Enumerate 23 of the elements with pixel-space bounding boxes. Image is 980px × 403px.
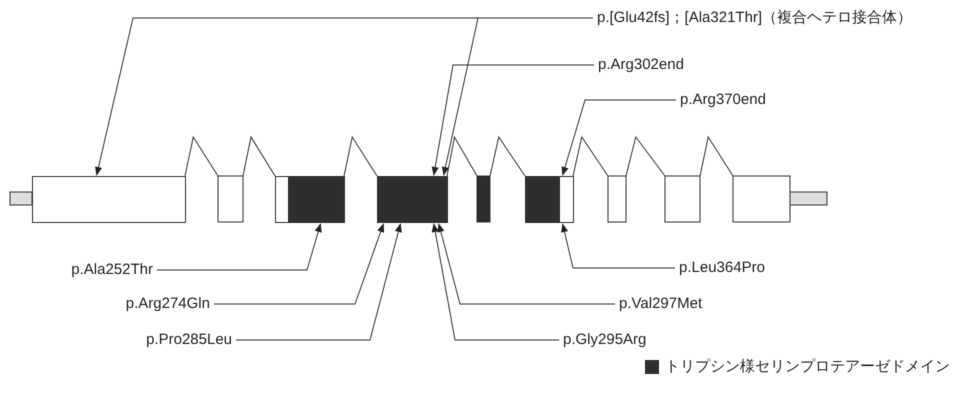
leader-arrow: [561, 223, 676, 268]
mutation-label: p.Val297Met: [619, 295, 702, 313]
mutation-label: p.Arg370end: [680, 91, 766, 109]
leader-arrow: [437, 223, 616, 304]
leader-arrow: [432, 64, 594, 176]
mutation-label: p.Pro285Leu: [146, 331, 232, 349]
mutation-label: p.Gly295Arg: [563, 331, 646, 349]
mutation-label: p.[Glu42fs]；[Ala321Thr]（複合ヘテロ接合体）: [597, 9, 912, 27]
mutation-label: p.Arg302end: [598, 56, 684, 74]
mutation-label: p.Arg274Gln: [126, 295, 210, 313]
mutation-label: p.Ala252Thr: [71, 261, 153, 279]
leader-arrow: [156, 223, 322, 270]
leader-arrow: [562, 100, 676, 176]
exon-box: [377, 176, 448, 223]
leader-arrow: [442, 18, 594, 176]
leader-arrow: [432, 223, 560, 340]
exon-box: [525, 176, 574, 223]
legend-text: トリプシン様セリンプロテアーゼドメイン: [665, 357, 950, 376]
leader-arrow: [236, 223, 402, 340]
leader-arrow: [214, 223, 384, 304]
exon-box: [275, 176, 345, 223]
mutation-label: p.Leu364Pro: [679, 259, 765, 277]
exon-box: [32, 176, 186, 223]
